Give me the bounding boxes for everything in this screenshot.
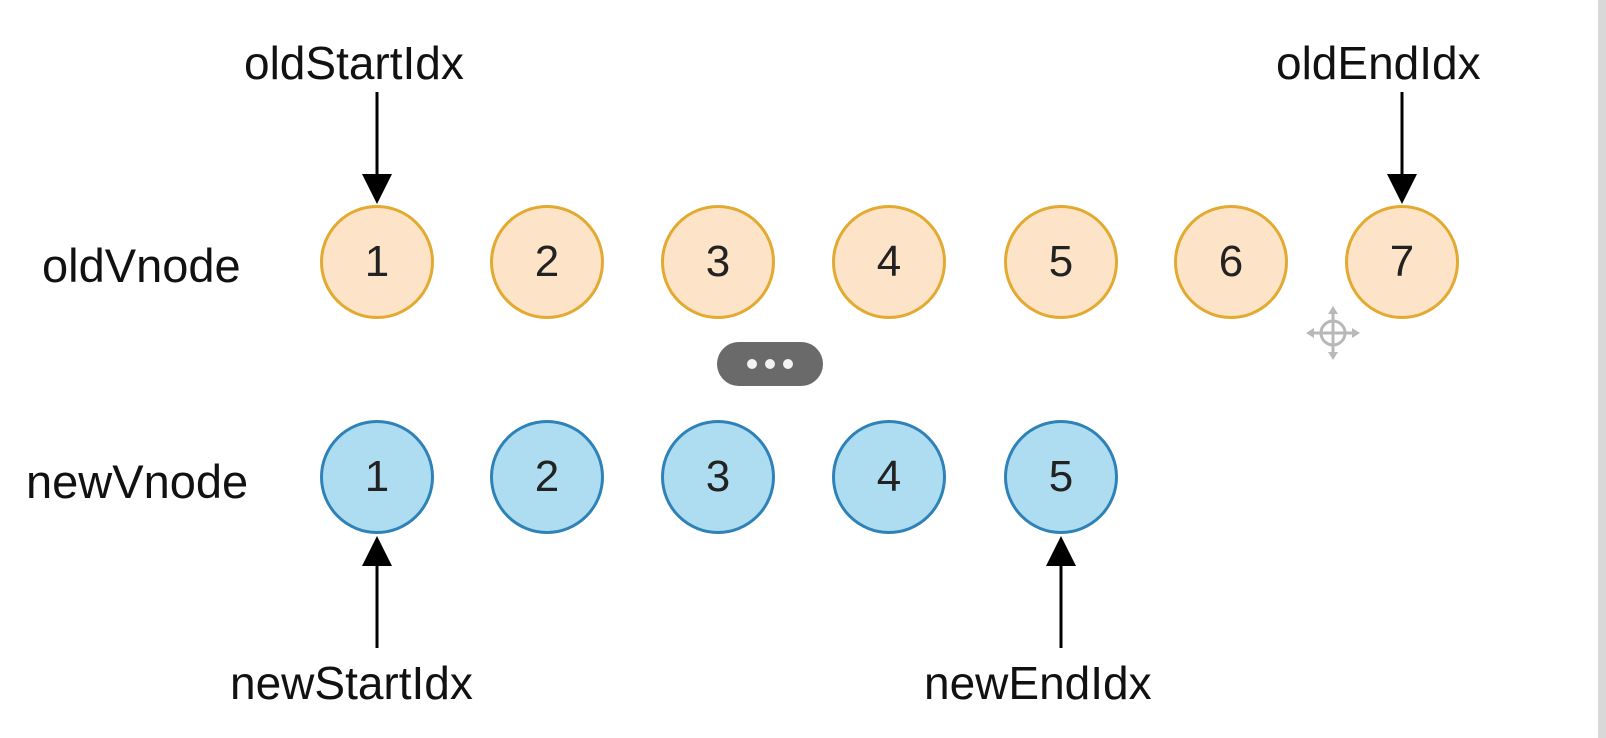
dot-icon — [747, 359, 757, 369]
dot-icon — [783, 359, 793, 369]
old-vnode-label: oldVnode — [42, 239, 241, 292]
dot-icon — [765, 359, 775, 369]
old-vnode-node: 4 — [832, 205, 946, 319]
old-vnode-node: 1 — [320, 205, 434, 319]
more-dots-icon[interactable] — [717, 342, 823, 386]
old-vnode-node: 3 — [661, 205, 775, 319]
new-start-idx-label: newStartIdx — [230, 657, 473, 709]
new-vnode-label: newVnode — [26, 455, 249, 508]
new-vnode-node: 3 — [661, 420, 775, 534]
old-vnode-node: 5 — [1004, 205, 1118, 319]
new-vnode-node: 1 — [320, 420, 434, 534]
new-vnode-node: 4 — [832, 420, 946, 534]
move-handle-icon[interactable] — [1304, 304, 1362, 362]
old-vnode-node: 7 — [1345, 205, 1459, 319]
scrollbar-track[interactable] — [1598, 0, 1606, 738]
new-end-idx-label: newEndIdx — [924, 657, 1152, 709]
old-vnode-node: 2 — [490, 205, 604, 319]
old-end-idx-label: oldEndIdx — [1276, 37, 1481, 89]
new-vnode-node: 5 — [1004, 420, 1118, 534]
old-start-idx-label: oldStartIdx — [244, 37, 464, 89]
old-vnode-node: 6 — [1174, 205, 1288, 319]
new-vnode-node: 2 — [490, 420, 604, 534]
